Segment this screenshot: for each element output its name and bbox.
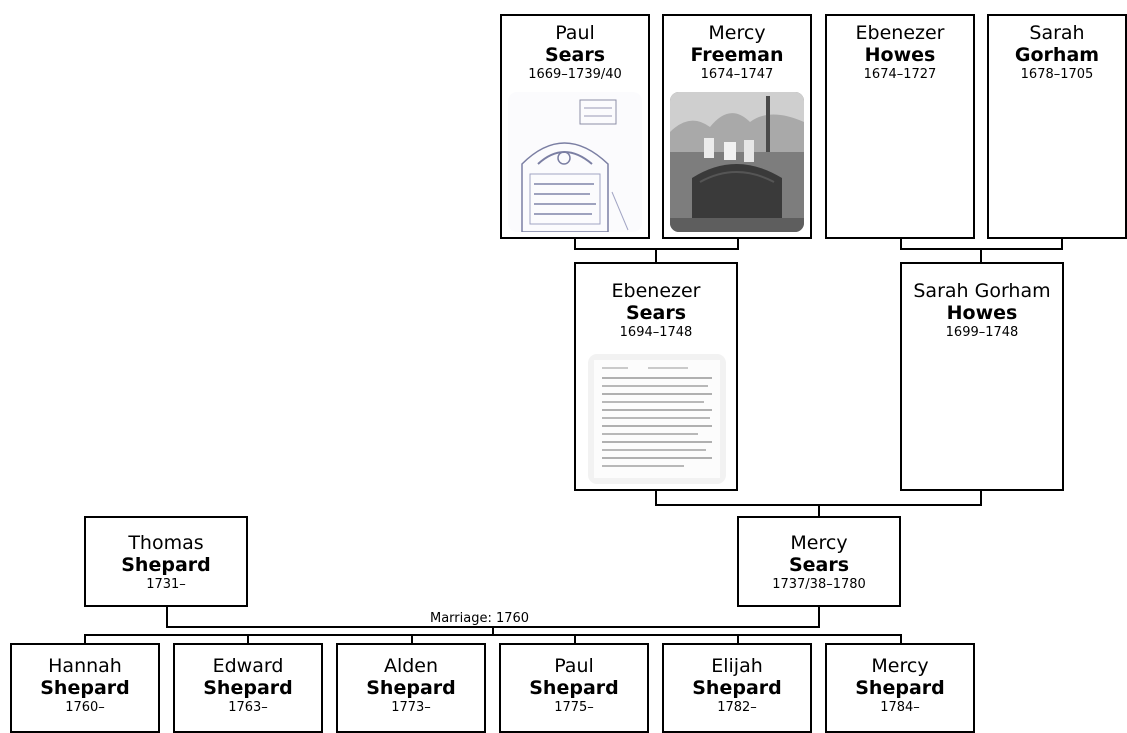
given-name: Mercy	[871, 655, 929, 677]
person-box-mercy-freeman[interactable]: Mercy Freeman 1674–1747	[662, 14, 812, 239]
given-name: Thomas	[128, 532, 204, 554]
surname: Shepard	[855, 677, 945, 699]
surname: Shepard	[692, 677, 782, 699]
child-box-mercy-shepard[interactable]: Mercy Shepard 1784–	[825, 643, 975, 733]
life-dates: 1678–1705	[1020, 67, 1094, 82]
person-box-mercy-sears[interactable]: Mercy Sears 1737/38–1780	[737, 516, 901, 607]
given-name: Sarah	[1029, 22, 1085, 44]
document-scan-photo[interactable]	[588, 354, 726, 484]
person-box-sarah-gorham-howes[interactable]: Sarah Gorham Howes 1699–1748	[900, 262, 1064, 491]
connector-line	[574, 238, 576, 249]
connector-line	[818, 504, 820, 517]
connector-line	[492, 626, 494, 635]
child-box-alden-shepard[interactable]: Alden Shepard 1773–	[336, 643, 486, 733]
life-dates: 1775–	[554, 700, 594, 715]
life-dates: 1763–	[228, 700, 268, 715]
life-dates: 1669–1739/40	[528, 67, 622, 82]
given-name: Sarah Gorham	[913, 280, 1051, 302]
connector-line	[737, 634, 739, 644]
person-box-ebenezer-sears[interactable]: Ebenezer Sears 1694–1748	[574, 262, 738, 491]
life-dates: 1760–	[65, 700, 105, 715]
given-name: Ebenezer	[855, 22, 945, 44]
connector-line	[655, 248, 657, 263]
surname: Shepard	[40, 677, 130, 699]
given-name: Elijah	[711, 655, 763, 677]
life-dates: 1699–1748	[945, 325, 1019, 340]
connector-line	[900, 634, 902, 644]
life-dates: 1731–	[146, 577, 186, 592]
life-dates: 1773–	[391, 700, 431, 715]
person-box-sarah-gorham[interactable]: Sarah Gorham 1678–1705	[987, 14, 1127, 239]
marriage-label: Marriage: 1760	[428, 611, 532, 626]
given-name: Mercy	[708, 22, 766, 44]
connector-line	[980, 490, 982, 505]
child-box-paul-shepard[interactable]: Paul Shepard 1775–	[499, 643, 649, 733]
connector-line	[247, 634, 249, 644]
gravestone-sketch-photo[interactable]	[508, 92, 642, 232]
surname: Freeman	[690, 44, 784, 66]
surname: Sears	[625, 302, 687, 324]
connector-line	[900, 238, 902, 249]
gravestone-photo[interactable]	[670, 92, 804, 232]
surname: Gorham	[1014, 44, 1100, 66]
given-name: Alden	[383, 655, 439, 677]
connector-line	[818, 606, 820, 628]
connector-line	[655, 490, 657, 505]
surname: Shepard	[121, 554, 211, 576]
children-bar	[84, 634, 902, 636]
given-name: Mercy	[790, 532, 848, 554]
person-box-thomas-shepard[interactable]: Thomas Shepard 1731–	[84, 516, 248, 607]
surname: Sears	[788, 554, 850, 576]
connector-line	[166, 606, 168, 628]
life-dates: 1674–1747	[700, 67, 774, 82]
life-dates: 1784–	[880, 700, 920, 715]
surname: Howes	[864, 44, 936, 66]
connector-line	[574, 634, 576, 644]
connector-line	[411, 634, 413, 644]
person-box-ebenezer-howes[interactable]: Ebenezer Howes 1674–1727	[825, 14, 975, 239]
given-name: Paul	[554, 655, 594, 677]
given-name: Paul	[555, 22, 595, 44]
given-name: Ebenezer	[611, 280, 701, 302]
surname: Shepard	[203, 677, 293, 699]
child-box-edward-shepard[interactable]: Edward Shepard 1763–	[173, 643, 323, 733]
connector-line	[980, 248, 982, 263]
given-name: Edward	[212, 655, 284, 677]
life-dates: 1782–	[717, 700, 757, 715]
surname: Shepard	[366, 677, 456, 699]
child-box-hannah-shepard[interactable]: Hannah Shepard 1760–	[10, 643, 160, 733]
life-dates: 1737/38–1780	[772, 577, 866, 592]
connector-line	[737, 238, 739, 249]
life-dates: 1694–1748	[619, 325, 693, 340]
surname: Sears	[544, 44, 606, 66]
given-name: Hannah	[48, 655, 122, 677]
surname: Shepard	[529, 677, 619, 699]
child-box-elijah-shepard[interactable]: Elijah Shepard 1782–	[662, 643, 812, 733]
life-dates: 1674–1727	[863, 67, 937, 82]
connector-line	[1061, 238, 1063, 249]
surname: Howes	[946, 302, 1018, 324]
person-box-paul-sears[interactable]: Paul Sears 1669–1739/40	[500, 14, 650, 239]
connector-line	[84, 634, 86, 644]
